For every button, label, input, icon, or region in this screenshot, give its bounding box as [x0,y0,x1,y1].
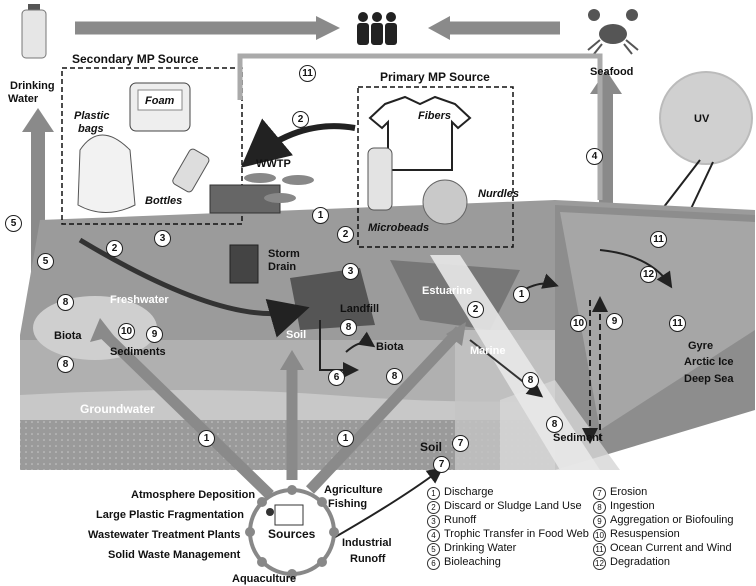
step-10-marker-fresh: 10 [118,323,135,340]
biota-soil-label: Biota [376,341,404,353]
step-11-marker-sea: 11 [650,231,667,248]
step-10-marker-sea: 10 [570,315,587,332]
step-6-marker: 6 [328,369,345,386]
bottle-icon [21,4,47,59]
step-1-marker-soil: 1 [337,430,354,447]
people-icon [357,12,397,45]
bags-label: bags [78,123,104,135]
sun-icon [659,71,753,165]
foam-label: Foam [145,95,175,107]
step-4-marker: 4 [586,148,603,165]
step-1-marker-wwtp: 1 [312,207,329,224]
source-aquaculture: Aquaculture [232,573,297,585]
step-2-marker: 2 [292,111,309,128]
step-8-marker-fresh-top: 8 [57,294,74,311]
step-1-marker-ground: 1 [198,430,215,447]
seafood-label: Seafood [590,66,634,78]
landfill-label: Landfill [340,303,380,315]
plastic-label: Plastic [74,110,110,122]
source-large-plastic: Large Plastic Fragmentation [96,509,244,521]
bottles-icon [172,148,210,193]
deep-sea-label: Deep Sea [684,373,734,385]
primary-mp-title: Primary MP Source [380,70,490,84]
step-9-marker-fresh: 9 [146,326,163,343]
freshwater-label: Freshwater [110,294,169,306]
drain-label: Drain [268,261,297,273]
sediments-label: Sediments [110,346,166,358]
step-8-marker-marine: 8 [522,372,539,389]
storm-label: Storm [268,248,300,260]
plastic-bag-icon [77,134,136,213]
step-2-marker-mid: 2 [337,226,354,243]
nurdles-icon [422,179,468,225]
nurdles-label: Nurdles [478,188,519,200]
fibers-label: Fibers [418,110,452,122]
step-3-marker-mid: 3 [342,263,359,280]
estuarine-label: Estuarine [422,285,473,297]
source-solid-waste: Solid Waste Management [108,549,241,561]
step-8-marker-sediment: 8 [546,416,563,433]
sediment-label: Sediment [553,432,603,444]
source-fishing: Fishing [328,498,368,510]
bottles-label: Bottles [145,195,183,207]
sources-label: Sources [268,527,316,541]
groundwater-label: Groundwater [80,402,155,416]
source-wastewater: Wastewater Treatment Plants [88,529,241,541]
source-industrial: Industrial [342,537,392,549]
soil-label-1: Soil [286,329,307,341]
storm-drain-icon [229,244,259,284]
step-2-marker-est: 2 [467,301,484,318]
marine-label: Marine [470,345,506,357]
source-atmosphere: Atmosphere Deposition [131,489,256,501]
step-7-marker: 7 [452,435,469,452]
step-8-marker-soil: 8 [386,368,403,385]
step-9-marker-sea: 9 [606,313,623,330]
soil-label-2: Soil [420,440,443,454]
step-1-marker-est: 1 [513,286,530,303]
drinking-water-label: Drinking [10,80,55,92]
microbeads-label: Microbeads [368,222,430,234]
wwtp-icon [209,173,314,214]
step-7-marker-2: 7 [433,456,450,473]
tshirt-icon [368,95,472,171]
wwtp-label: WWTP [256,158,291,170]
presentation-icon [274,504,304,526]
secondary-mp-title: Secondary MP Source [72,52,199,66]
source-agriculture: Agriculture [324,484,383,496]
step-11-marker: 11 [299,65,316,82]
step-8-marker-fresh-bottom: 8 [57,356,74,373]
source-runoff: Runoff [350,553,386,565]
primary-mp-box [357,86,514,248]
uv-label: UV [694,113,710,125]
crab-icon [587,9,639,55]
step-2-marker-left: 2 [106,240,123,257]
biota-fresh-label: Biota [54,330,82,342]
step-8-marker-landfill: 8 [340,319,357,336]
gyre-label: Gyre [688,340,714,352]
step-5-marker-left: 5 [5,215,22,232]
step-5-marker: 5 [37,253,54,270]
step-3-marker: 3 [154,230,171,247]
step-11-marker-gyre: 11 [669,315,686,332]
arctic-ice-label: Arctic Ice [684,356,734,368]
drinking-water-label-2: Water [8,93,39,105]
microbeads-tube-icon [367,147,393,211]
step-12-marker: 12 [640,266,657,283]
